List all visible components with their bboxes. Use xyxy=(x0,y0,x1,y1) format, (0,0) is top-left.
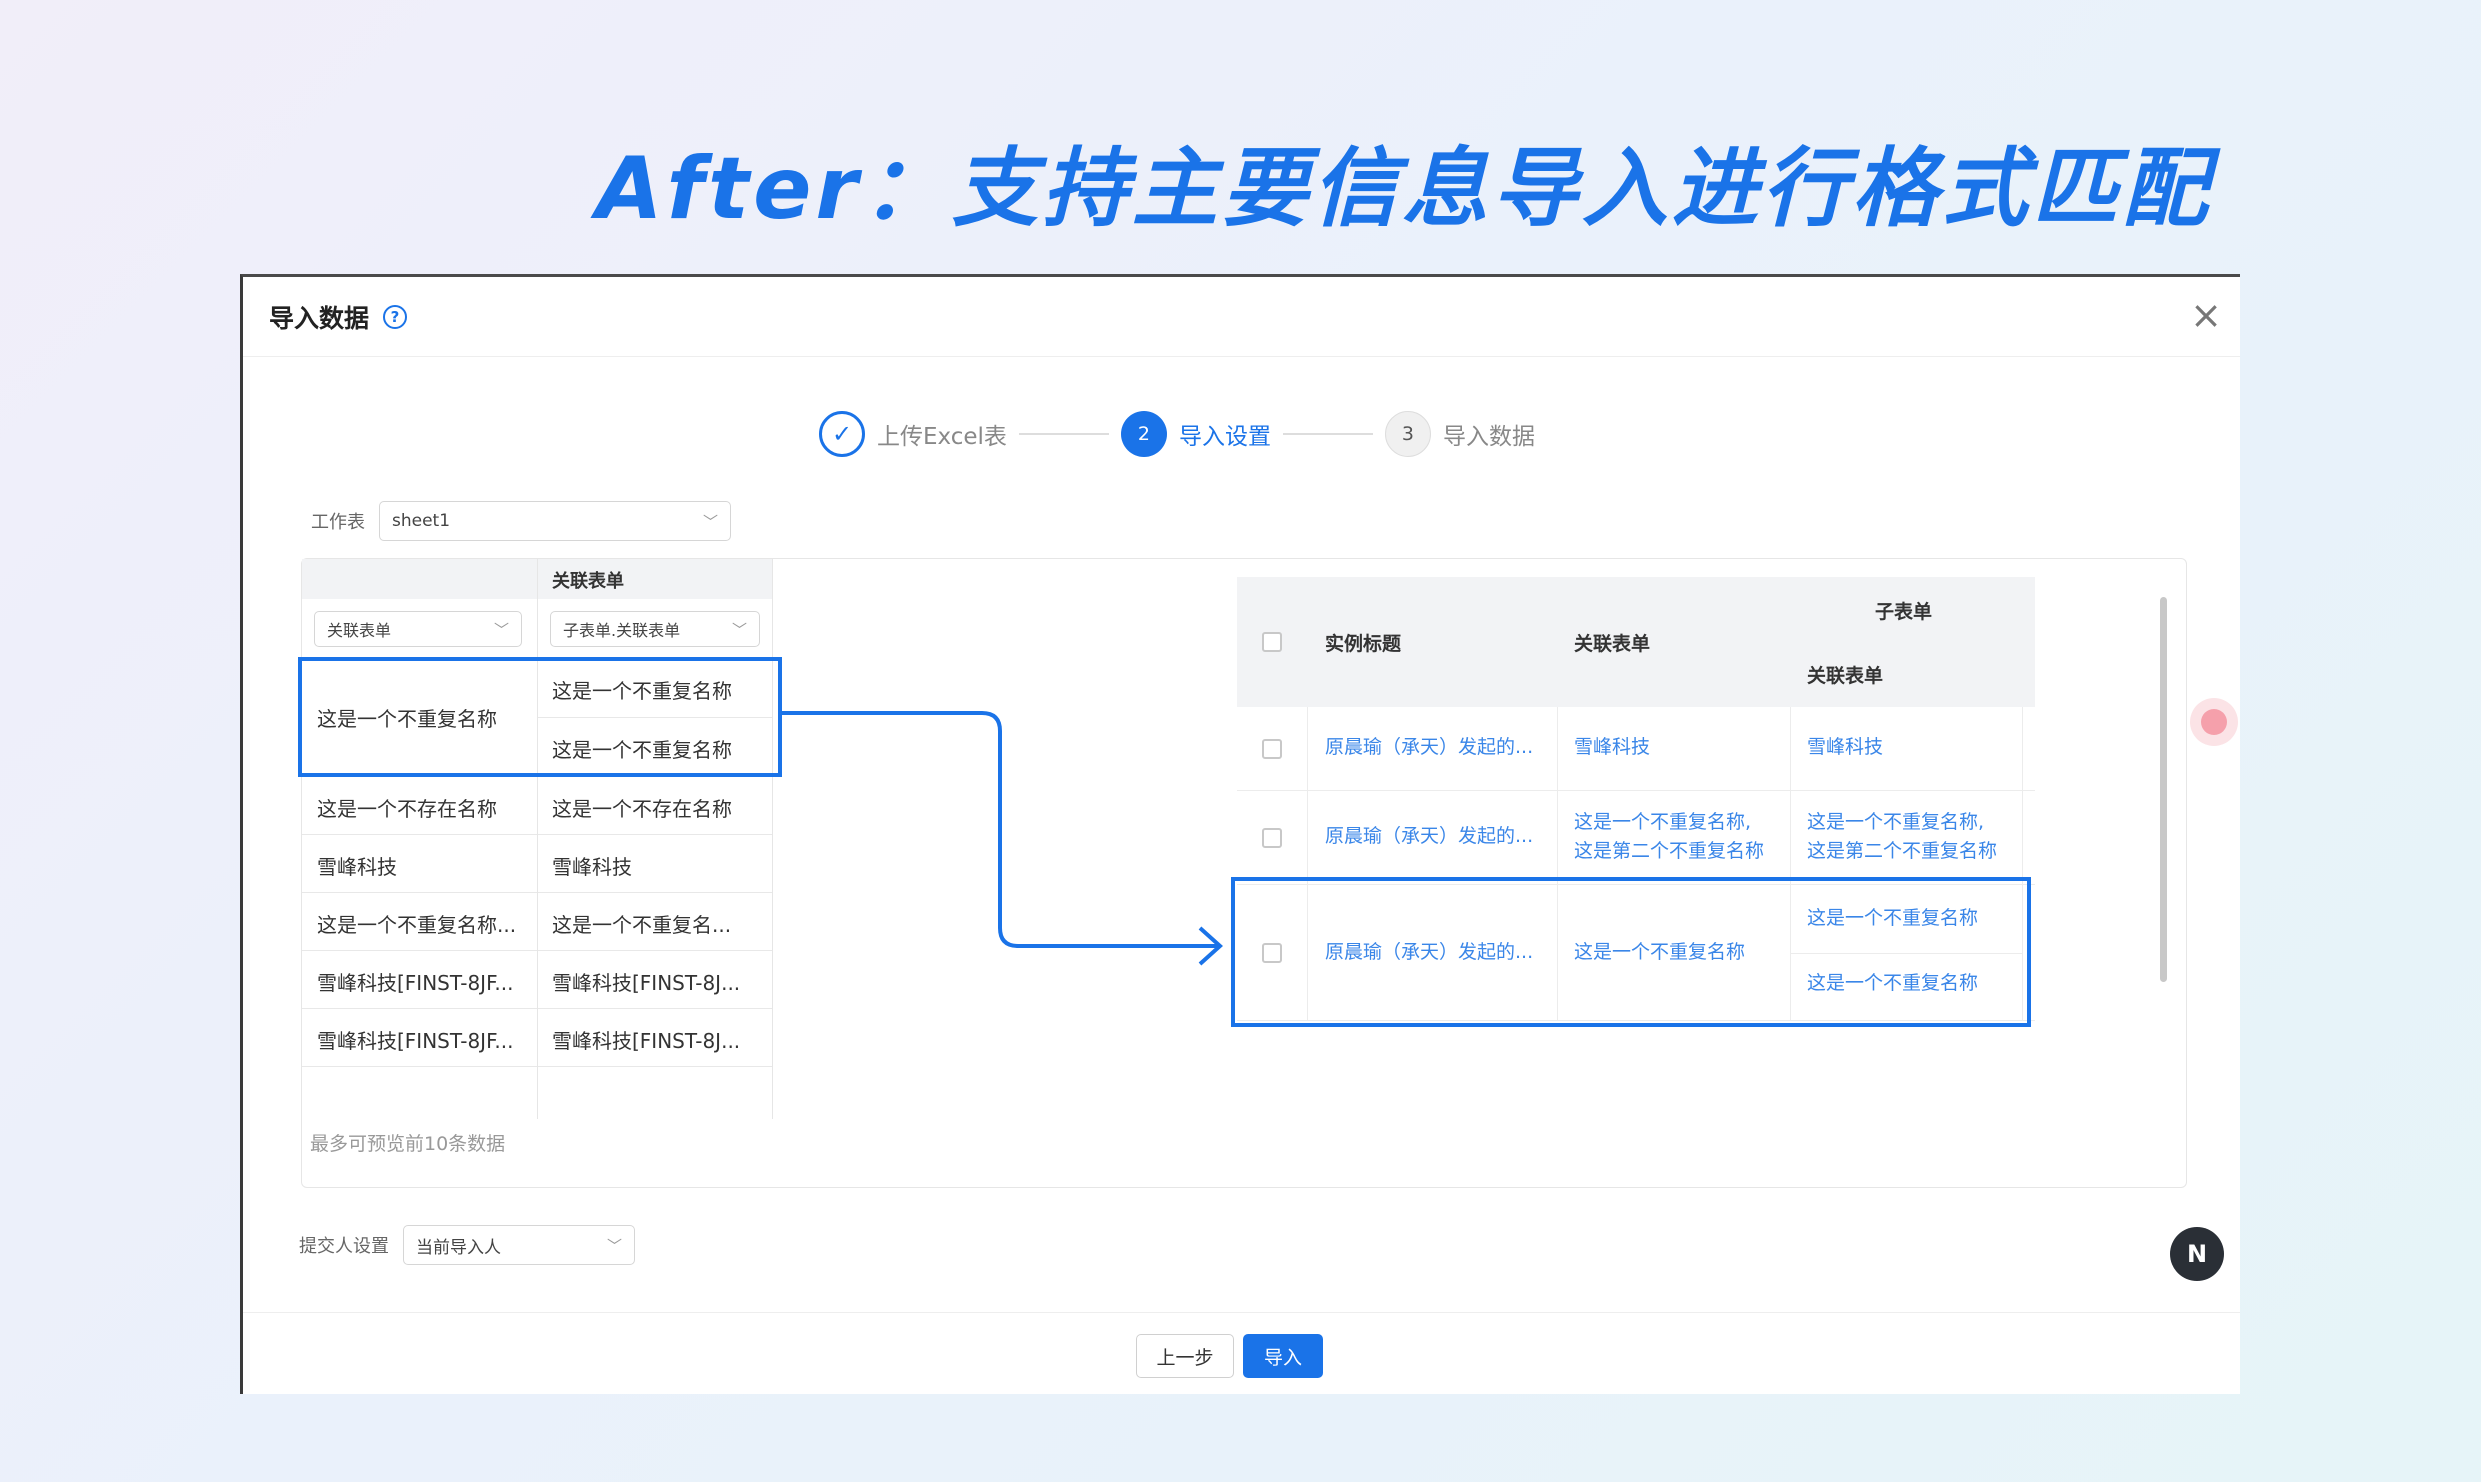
step-number: 2 xyxy=(1120,411,1167,457)
field-mapping-row: 关联表单 ﹀ 子表单.关联表单 ﹀ xyxy=(302,599,772,659)
preview-panel: 关联表单 关联表单 ﹀ 子表单.关联表单 ﹀ 这是一个不重复名称 这是一个不重复… xyxy=(301,558,2187,1188)
target-highlight-box xyxy=(1231,877,2031,1027)
worksheet-value: sheet1 xyxy=(392,511,451,531)
cell: 雪峰科技[FINST-8J... xyxy=(552,971,741,995)
worksheet-row: 工作表 sheet1 ﹀ xyxy=(311,501,731,541)
table-row: 雪峰科技[FINST-8JF... 雪峰科技[FINST-8J... xyxy=(302,951,772,1009)
row-checkbox[interactable] xyxy=(1262,739,1282,759)
floating-help-icon[interactable]: N xyxy=(2170,1227,2224,1281)
cell: 这是一个不重复名... xyxy=(552,913,732,937)
step-settings: 2 导入设置 xyxy=(1120,411,1271,457)
source-highlight-box xyxy=(298,657,782,777)
target-table: 实例标题 关联表单 子表单 关联表单 原晨瑜（承天）发起的... 雪峰科技 雪峰… xyxy=(1237,577,2035,1021)
table-row[interactable]: 原晨瑜（承天）发起的... 这是一个不重复名称 这是一个不重复名称 这是一个不重… xyxy=(1237,885,2035,1021)
submitter-value: 当前导入人 xyxy=(416,1237,501,1258)
column-divider xyxy=(537,559,538,1119)
cell: 这是一个不存在名称 xyxy=(552,797,732,821)
source-column-header: 关联表单 xyxy=(552,571,624,592)
header-sub-assoc: 关联表单 xyxy=(1807,665,1884,687)
assoc-link[interactable]: 这是第二个不重复名称 xyxy=(1574,840,1765,862)
instance-link[interactable]: 原晨瑜（承天）发起的... xyxy=(1325,825,1534,847)
sub-assoc-link[interactable]: 这是一个不重复名称, xyxy=(1807,811,1985,833)
preview-note: 最多可预览前10条数据 xyxy=(310,1133,506,1155)
row-checkbox[interactable] xyxy=(1262,828,1282,848)
cell: 这是一个不重复名称 xyxy=(552,738,732,762)
modal-header: 导入数据 ? × xyxy=(243,277,2240,357)
sub-assoc-link[interactable]: 雪峰科技 xyxy=(1807,736,1884,758)
cell: 雪峰科技[FINST-8JF... xyxy=(317,971,514,995)
sub-assoc-link[interactable]: 这是一个不重复名称 xyxy=(1807,972,1979,994)
cell: 雪峰科技[FINST-8J... xyxy=(552,1029,741,1053)
step-connector xyxy=(1282,433,1373,435)
cell: 雪峰科技[FINST-8JF... xyxy=(317,1029,514,1053)
step-import: 3 导入数据 xyxy=(1384,411,1535,457)
floating-assistant-icon[interactable] xyxy=(2190,698,2238,746)
mapping-select-1[interactable]: 关联表单 ﹀ xyxy=(314,611,522,647)
import-modal: 导入数据 ? × ✓ 上传Excel表 2 导入设置 3 导入数据 工作表 xyxy=(240,274,2240,1394)
step-indicator: ✓ 上传Excel表 2 导入设置 3 导入数据 xyxy=(819,411,1535,457)
assoc-link[interactable]: 这是一个不重复名称, xyxy=(1574,811,1752,833)
table-row[interactable]: 原晨瑜（承天）发起的... 雪峰科技 雪峰科技 xyxy=(1237,707,2035,791)
headline: After：支持主要信息导入进行格式匹配 xyxy=(596,139,2212,239)
submitter-row: 提交人设置 当前导入人 ﹀ xyxy=(299,1225,635,1265)
header-title: 实例标题 xyxy=(1325,633,1402,655)
step-label: 导入数据 xyxy=(1442,424,1535,450)
chevron-down-icon: ﹀ xyxy=(731,620,747,639)
scrollbar[interactable] xyxy=(2160,597,2167,982)
column-divider xyxy=(772,559,773,1119)
step-label: 导入设置 xyxy=(1178,424,1271,450)
cell: 这是一个不重复名称 xyxy=(317,707,497,731)
check-icon: ✓ xyxy=(819,411,865,457)
source-table: 关联表单 关联表单 ﹀ 子表单.关联表单 ﹀ 这是一个不重复名称 这是一个不重复… xyxy=(302,559,773,1119)
table-row[interactable]: 原晨瑜（承天）发起的... 这是一个不重复名称, 这是第二个不重复名称 这是一个… xyxy=(1237,791,2035,885)
help-icon[interactable]: ? xyxy=(383,304,408,329)
worksheet-label: 工作表 xyxy=(311,512,365,533)
table-row: 雪峰科技[FINST-8JF... 雪峰科技[FINST-8J... xyxy=(302,1009,772,1067)
select-all-checkbox[interactable] xyxy=(1262,632,1282,652)
modal-title: 导入数据 xyxy=(269,303,370,333)
step-connector xyxy=(1018,433,1109,435)
sub-assoc-link[interactable]: 这是一个不重复名称 xyxy=(1807,907,1979,929)
header-assoc: 关联表单 xyxy=(1574,633,1651,655)
modal-body: ✓ 上传Excel表 2 导入设置 3 导入数据 工作表 sheet1 ﹀ xyxy=(269,383,2219,1313)
step-upload: ✓ 上传Excel表 xyxy=(819,411,1007,457)
instance-link[interactable]: 原晨瑜（承天）发起的... xyxy=(1325,736,1534,758)
cell: 这是一个不存在名称 xyxy=(317,797,497,821)
submitter-label: 提交人设置 xyxy=(299,1236,389,1257)
submitter-select[interactable]: 当前导入人 ﹀ xyxy=(403,1225,635,1265)
header-sub: 子表单 xyxy=(1875,601,1933,623)
chevron-down-icon: ﹀ xyxy=(606,1236,622,1255)
instance-link[interactable]: 原晨瑜（承天）发起的... xyxy=(1325,941,1534,963)
assoc-link[interactable]: 雪峰科技 xyxy=(1574,736,1651,758)
cell: 雪峰科技 xyxy=(552,855,632,879)
step-label: 上传Excel表 xyxy=(877,424,1007,450)
chevron-down-icon: ﹀ xyxy=(493,620,509,639)
mapping-select-value: 关联表单 xyxy=(327,621,392,640)
table-row: 雪峰科技 雪峰科技 xyxy=(302,835,772,893)
sub-assoc-link[interactable]: 这是第二个不重复名称 xyxy=(1807,840,1998,862)
cell: 这是一个不重复名称 xyxy=(552,679,732,703)
worksheet-select[interactable]: sheet1 ﹀ xyxy=(379,501,731,541)
close-icon[interactable]: × xyxy=(2190,293,2222,337)
target-table-header: 实例标题 关联表单 子表单 关联表单 xyxy=(1237,577,2035,707)
step-number: 3 xyxy=(1384,411,1431,457)
mapping-select-2[interactable]: 子表单.关联表单 ﹀ xyxy=(550,611,760,647)
prev-step-button[interactable]: 上一步 xyxy=(1136,1334,1234,1378)
import-button[interactable]: 导入 xyxy=(1243,1334,1323,1378)
mapping-select-value: 子表单.关联表单 xyxy=(563,621,681,640)
chevron-down-icon: ﹀ xyxy=(702,512,718,531)
table-row: 这是一个不重复名称 这是一个不重复名称 这是一个不重复名称 xyxy=(302,659,772,777)
row-checkbox[interactable] xyxy=(1262,943,1282,963)
modal-footer: 上一步 导入 xyxy=(243,1312,2240,1394)
assoc-link[interactable]: 这是一个不重复名称 xyxy=(1574,941,1746,963)
cell: 雪峰科技 xyxy=(317,855,397,879)
cell: 这是一个不重复名称... xyxy=(317,913,517,937)
